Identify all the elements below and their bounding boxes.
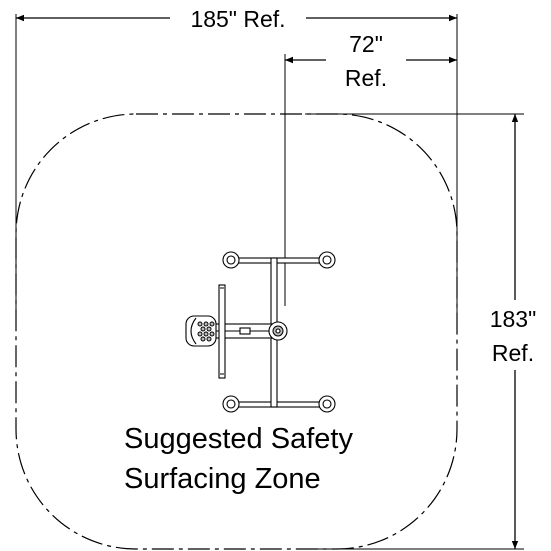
inner-width-value: 72" <box>349 31 383 57</box>
height-dimension: 183" Ref. <box>490 114 537 549</box>
zone-label-line2: Surfacing Zone <box>124 463 321 495</box>
seat-pattern-icon <box>197 321 215 342</box>
height-value: 183" <box>490 306 537 332</box>
inner-width-ref: Ref. <box>345 65 387 91</box>
inner-width-dimension: 72" Ref. <box>285 31 457 91</box>
safety-zone-outline <box>15 113 458 550</box>
extension-lines <box>15 14 524 550</box>
width-dimension: 185" Ref. <box>16 6 457 32</box>
zone-label-line1: Suggested Safety <box>124 423 353 455</box>
height-ref: Ref. <box>492 340 534 366</box>
width-dimension-label: 185" Ref. <box>190 6 285 32</box>
equipment-plan-view <box>185 251 336 413</box>
